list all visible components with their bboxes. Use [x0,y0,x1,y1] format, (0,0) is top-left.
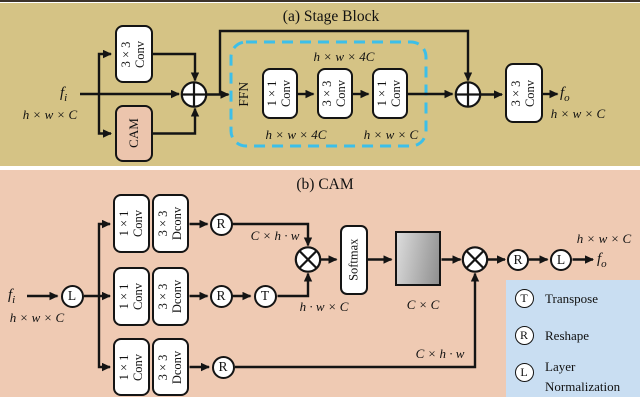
box-line1: 1 × 1 [117,210,131,237]
legend-transpose-label: Transpose [545,291,598,306]
reshape-node-1: R [209,212,233,236]
connector-line [232,222,313,247]
value-dim-label: C × h · w [415,346,465,361]
box-line1: 3 × 3 [156,354,171,380]
key-dim-label: h · w × C [299,299,349,314]
connector-line [97,296,111,372]
cam-box: CAM [115,105,153,162]
input-dim-label-a: h × w × C [22,107,78,122]
ffn-dim-bottom-right: h × w × C [363,127,419,142]
legend-reshape-icon: R [514,325,534,345]
ffn-label: FFN [235,81,251,107]
cam-box-label: CAM [125,118,141,149]
panel-b-connectors [27,219,594,372]
attention-dim-label: C × C [406,297,440,312]
layernorm-node-output: L [550,248,572,271]
query-dim-label: C × h · w [250,228,300,243]
box-line1: 3 × 3 [320,80,335,107]
box-line2: Conv [389,79,403,108]
ffn-label-wrap: FFN [233,66,255,122]
f-var: f [8,287,13,303]
box-line1: 1 × 1 [117,354,131,380]
reshape-node-2: R [209,284,233,308]
connector-line [97,49,112,94]
f-var: f [560,85,565,101]
box-line1: 1 × 1 [375,80,390,107]
softmax-box: Softmax [340,225,368,295]
transpose-node: T [253,284,277,308]
box-line1: 3 × 3 [119,41,134,67]
output-feature-label-a: fo [560,85,570,104]
box-line1: 1 × 1 [265,80,280,107]
ffn-dim-top: h × w × 4C [313,49,375,64]
layernorm-node-input: L [60,284,84,308]
skip-connection-line [218,29,473,94]
box-line2: Conv [130,282,145,311]
box-line2: Conv [130,353,145,381]
f-sub: i [64,92,68,104]
legend-reshape-label: Reshape [545,328,590,343]
add-node-1 [180,81,208,108]
box-line2: Dconv [169,206,184,241]
reshape-node-3: R [211,355,235,379]
output-dim-label-b: h × w × C [576,231,632,246]
reshape-node-output: R [507,248,529,271]
attention-matrix [395,231,441,286]
f-sub: o [601,258,607,270]
matmul-node-1 [294,246,322,273]
box-line2: Conv [334,79,348,108]
output-feature-label-b: fo [597,251,607,270]
box-line2: Conv [279,79,293,108]
box-line2: Dconv [169,350,184,384]
panel-a-title: (a) Stage Block [282,8,380,25]
panel-b-title: (b) CAM [296,176,354,193]
box-line1: 3 × 3 [156,210,171,237]
box-line2: Dconv [169,279,184,314]
connector-line [153,107,200,135]
value-branch-line [235,272,480,369]
connector-line [97,219,111,296]
box-line1: 3 × 3 [156,283,171,310]
box-line1: 3 × 3 [509,80,524,106]
output-dim-label-a: h × w × C [550,106,606,121]
ffn-dim-bottom-left: h × w × 4C [265,127,327,142]
figure-top-border [0,0,640,2]
box-line2: Conv [130,209,145,238]
legend-layernorm-label-line2: Normalization [545,379,621,394]
connector-line [277,272,313,298]
connector-line [153,52,200,82]
legend-layernorm-icon: L [514,362,534,382]
f-sub: o [564,92,570,104]
f-sub: i [12,294,16,306]
panel-a-connectors [80,29,559,138]
box-line2: Conv [133,40,147,68]
softmax-label: Softmax [346,238,361,282]
f-var: f [60,85,65,101]
box-line2: Conv [523,79,537,107]
f-var: f [597,251,602,267]
input-feature-label-a: fi [60,85,67,104]
add-node-2 [454,81,482,108]
legend-layernorm-label-line1: Layer [545,359,576,374]
input-feature-label-b: fi [8,287,15,306]
box-line1: 1 × 1 [117,283,131,310]
legend-transpose-icon: T [514,288,534,308]
connector-line [97,94,112,138]
matmul-node-2 [461,246,489,273]
input-dim-label-b: h × w × C [9,310,65,325]
